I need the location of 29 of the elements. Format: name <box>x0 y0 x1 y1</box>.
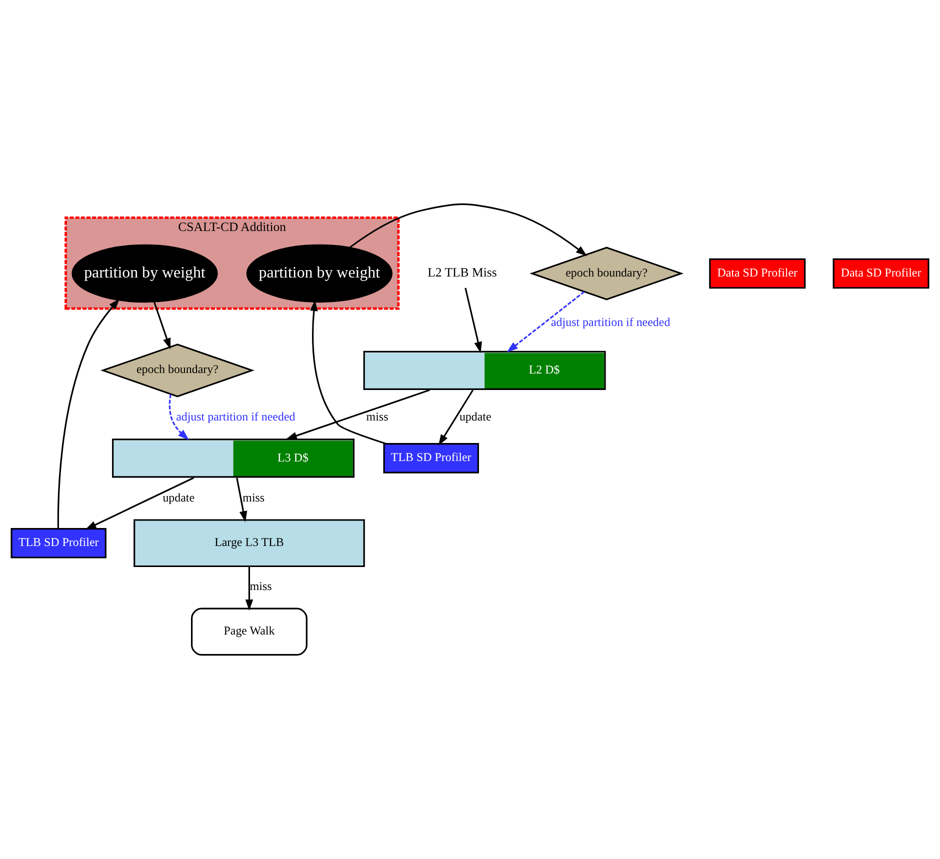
node-box: Page Walk <box>191 608 308 656</box>
arrow <box>57 298 120 529</box>
arrow <box>464 288 482 354</box>
node-text: L2 TLB Miss <box>428 266 497 280</box>
edge-label: miss <box>366 409 388 424</box>
node-diamond: epoch boundary? <box>100 344 254 398</box>
edge-label: update <box>162 490 195 505</box>
edge-label: adjust partition if needed <box>551 315 670 330</box>
node-ellipse: partition by weight <box>72 244 218 303</box>
arrow <box>310 300 386 445</box>
arrow <box>154 302 171 350</box>
arrow <box>286 389 430 440</box>
node-box: Large L3 TLB <box>134 519 365 568</box>
arrow <box>245 566 254 611</box>
node-box: TLB SD Profiler <box>383 443 479 474</box>
arrow <box>168 394 190 440</box>
edge-label: update <box>459 409 492 424</box>
arrow <box>438 390 474 446</box>
edge-label: adjust partition if needed <box>176 409 296 424</box>
arrow <box>85 477 194 530</box>
arrow <box>506 291 585 352</box>
node-ellipse: partition by weight <box>246 244 392 303</box>
arrow <box>236 478 248 522</box>
node-box: TLB SD Profiler <box>10 528 106 558</box>
edge-label: miss <box>242 490 265 505</box>
edge-label: miss <box>250 579 272 594</box>
node-box: Data SD Profiler <box>709 258 806 289</box>
node-box: Data SD Profiler <box>832 258 930 289</box>
arrow <box>349 203 588 256</box>
